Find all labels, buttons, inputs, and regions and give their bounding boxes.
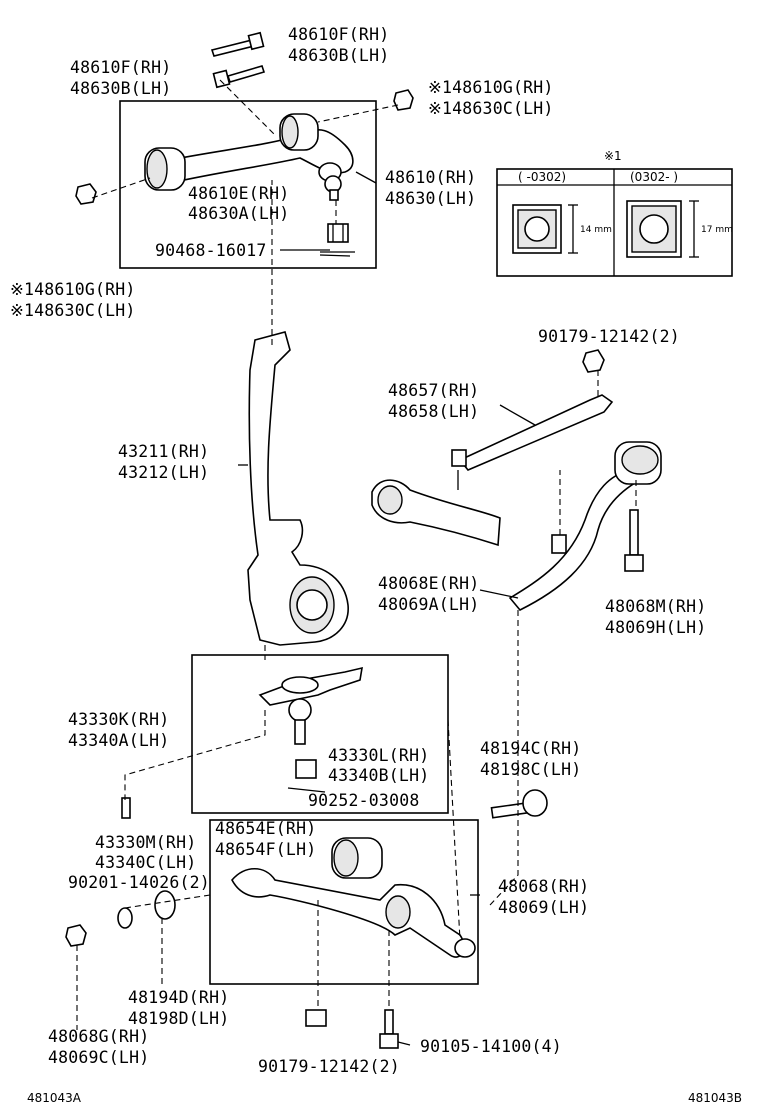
cotter-pin-icon bbox=[319, 251, 355, 257]
castle-nut-icon bbox=[295, 759, 317, 779]
cam-washer-icon bbox=[154, 890, 176, 920]
label-48610g-rh-top: ※148610G(RH) bbox=[428, 78, 554, 97]
label-90468: 90468-16017 bbox=[155, 241, 266, 260]
lower-ball-joint bbox=[258, 666, 363, 745]
cam-bolt-icon bbox=[490, 789, 548, 819]
nut-icon bbox=[393, 89, 414, 111]
diagram-code-right: 481043B bbox=[688, 1091, 742, 1105]
tension-rod bbox=[508, 441, 662, 611]
note-table: ※1 ( -0302) (0302- ) 14 mm 17 mm bbox=[496, 149, 733, 277]
label-43330l-rh: 43330L(RH) bbox=[328, 746, 429, 765]
label-48610e-rh: 48610E(RH) bbox=[188, 184, 289, 203]
label-90252: 90252-03008 bbox=[308, 791, 419, 810]
note-table-mark: ※1 bbox=[604, 149, 622, 163]
nut-icon bbox=[75, 183, 97, 205]
note-col-left-header: ( -0302) bbox=[518, 170, 566, 184]
label-48630b-lh: 48630B(LH) bbox=[288, 46, 389, 65]
label-43212-lh: 43212(LH) bbox=[118, 463, 209, 482]
label-48657-rh: 48657(RH) bbox=[388, 381, 479, 400]
castle-nut-icon bbox=[327, 223, 349, 243]
label-48068-rh: 48068(RH) bbox=[498, 877, 589, 896]
label-43330m-rh: 43330M(RH) bbox=[95, 833, 196, 852]
label-48069c-lh: 48069C(LH) bbox=[48, 1048, 149, 1067]
label-48068g-rh: 48068G(RH) bbox=[48, 1027, 149, 1046]
diagram-code-left: 481043A bbox=[27, 1091, 82, 1105]
washer-icon bbox=[117, 907, 133, 929]
bushing-icon bbox=[331, 837, 383, 879]
label-43340a-lh: 43340A(LH) bbox=[68, 731, 169, 750]
label-48610f-rh: 48610F(RH) bbox=[288, 25, 389, 44]
label-48630a-lh: 48630A(LH) bbox=[188, 204, 289, 223]
cotter-pin-icon bbox=[287, 787, 326, 793]
frame-section bbox=[371, 479, 501, 547]
label-48630-lh: 48630(LH) bbox=[385, 189, 476, 208]
label-48658-lh: 48658(LH) bbox=[388, 402, 479, 421]
label-48194d-rh: 48194D(RH) bbox=[128, 988, 229, 1007]
nut-icon bbox=[582, 349, 605, 373]
label-48654e-rh: 48654E(RH) bbox=[215, 819, 316, 838]
lower-control-arm bbox=[231, 867, 476, 958]
note-col-left-dim: 14 mm bbox=[580, 225, 612, 235]
label-90105: 90105-14100(4) bbox=[420, 1037, 562, 1056]
nut-icon bbox=[65, 924, 87, 947]
label-48630c-lh-left: ※148630C(LH) bbox=[10, 301, 136, 320]
upper-control-arm bbox=[144, 113, 354, 201]
label-43340c-lh: 43340C(LH) bbox=[95, 853, 196, 872]
strut-bar bbox=[451, 394, 614, 490]
label-48610g-rh-left: ※148610G(RH) bbox=[10, 280, 136, 299]
label-48069-lh: 48069(LH) bbox=[498, 898, 589, 917]
label-48068e-rh: 48068E(RH) bbox=[378, 574, 479, 593]
label-48194c-rh: 48194C(RH) bbox=[480, 739, 581, 758]
label-48069h-lh: 48069H(LH) bbox=[605, 618, 706, 637]
lower-arm-group-box bbox=[209, 819, 479, 985]
label-90179-top: 90179-12142(2) bbox=[538, 327, 680, 346]
bolt-icon bbox=[210, 31, 265, 57]
label-48610-rh: 48610(RH) bbox=[385, 168, 476, 187]
ball-joint-group-box bbox=[191, 654, 449, 814]
label-90179-bottom: 90179-12142(2) bbox=[258, 1057, 400, 1076]
label-48654f-lh: 48654F(LH) bbox=[215, 840, 316, 859]
label-48069a-lh: 48069A(LH) bbox=[378, 595, 479, 614]
label-48068m-rh: 48068M(RH) bbox=[605, 597, 706, 616]
note-col-right-dim: 17 mm bbox=[701, 225, 733, 235]
label-48630c-lh-top: ※148630C(LH) bbox=[428, 99, 554, 118]
upper-arm-group-box bbox=[119, 100, 377, 269]
note-col-right-header: (0302- ) bbox=[630, 170, 678, 184]
bolt-icon bbox=[121, 797, 131, 819]
steering-knuckle bbox=[247, 331, 349, 646]
nut-icon bbox=[305, 1009, 327, 1027]
label-90201: 90201-14026(2) bbox=[68, 873, 210, 892]
label-48198c-lh: 48198C(LH) bbox=[480, 760, 581, 779]
label-48198d-lh: 48198D(LH) bbox=[128, 1009, 229, 1028]
label-43330k-rh: 43330K(RH) bbox=[68, 710, 169, 729]
bolt-icon bbox=[212, 65, 266, 89]
label-43340b-lh: 43340B(LH) bbox=[328, 766, 429, 785]
bolt-icon bbox=[379, 1009, 399, 1049]
label-43211-rh: 43211(RH) bbox=[118, 442, 209, 461]
label-48610f-rh-2: 48610F(RH) bbox=[70, 58, 171, 77]
label-48630b-lh-2: 48630B(LH) bbox=[70, 79, 171, 98]
bolt-icon bbox=[624, 509, 644, 572]
